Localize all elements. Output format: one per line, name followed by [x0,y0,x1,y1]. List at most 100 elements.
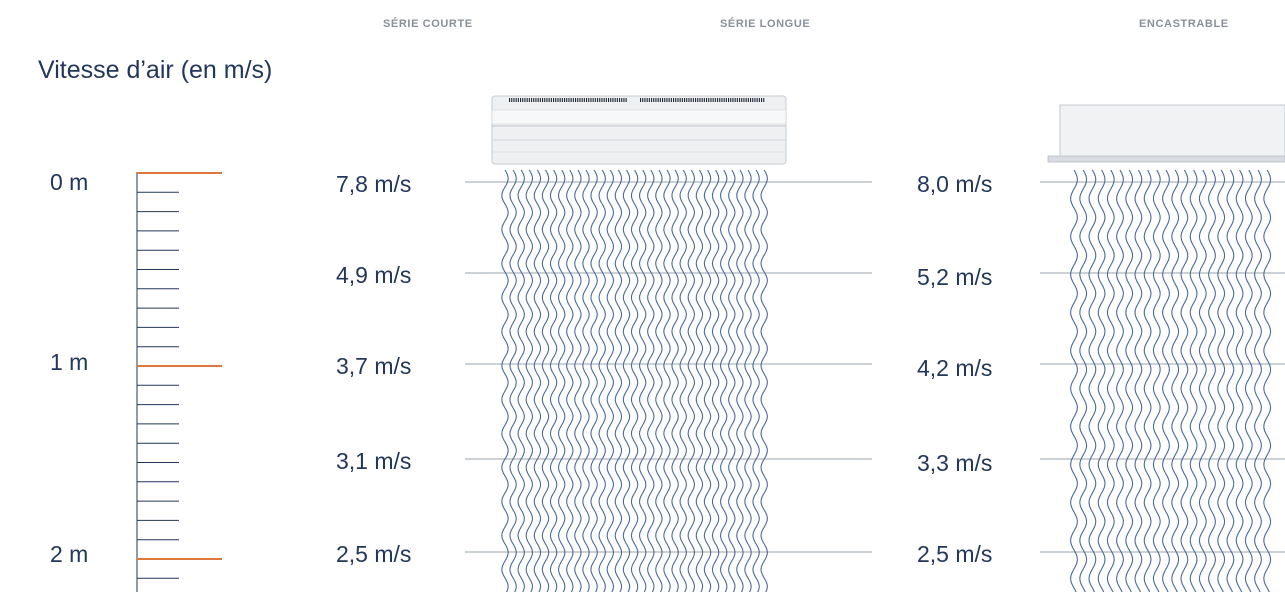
grille-slot [509,98,511,102]
grille-slot [752,98,754,102]
grille-slot [662,98,664,102]
grille-slot [568,98,570,102]
air-outlet-grille [509,98,765,102]
grille-slot [703,98,705,102]
grille-slot [750,98,752,102]
grille-slot [714,98,716,102]
airflow-wave-line [1079,169,1088,592]
grille-slot [539,98,541,102]
distance-scale [136,172,222,592]
grille-slot [684,98,686,102]
grille-slot [594,98,596,102]
grille-slot [579,98,581,102]
grille-slot [723,98,725,102]
grille-slot [623,98,625,102]
airflow-wave-line [630,169,639,592]
speed-label-right-0: 8,0 m/s [917,171,993,197]
tab-serie-courte[interactable]: SÉRIE COURTE [383,18,473,30]
airflow-wave-line [703,169,712,592]
airflow-wave-line [598,169,606,592]
grille-slot [535,98,537,102]
grille-slot [648,98,650,102]
air-curtain-unit-icon [491,95,787,165]
distance-label-1m: 1 m [50,349,89,375]
grille-slot [725,98,727,102]
airflow-wave-line [1226,169,1235,592]
distance-label-0m: 0 m [50,169,89,195]
grille-slot [761,98,763,102]
grille-slot [675,98,677,102]
grille-slot [517,98,519,102]
airflow-wave-line [711,169,720,592]
grille-slot [655,98,657,102]
airflow-wave-line [501,169,509,592]
airflow-wave-line [1125,169,1134,592]
airflow-wave-line [1097,169,1106,592]
airflow-wave-line [1244,169,1253,592]
grille-slot [601,98,603,102]
airflow-wave-line [582,169,590,592]
grille-slot [701,98,703,102]
speed-label-right-2: 4,2 m/s [917,355,993,381]
grille-slot [542,98,544,102]
grille-slot [736,98,738,102]
grille-slot [515,98,517,102]
grille-slot [570,98,572,102]
tab-serie-longue[interactable]: SÉRIE LONGUE [720,18,811,30]
grille-slot [692,98,694,102]
airflow-wave-line [728,169,736,592]
airflow-wave-line [614,169,623,592]
airflow-wave-line [517,169,525,592]
grille-slot [566,98,568,102]
grille-slot [524,98,526,102]
grille-slot [644,98,646,102]
airflow-wave-line [655,169,663,592]
grille-slot [646,98,648,102]
grille-slot [610,98,612,102]
grille-slot [555,98,557,102]
grille-slot [719,98,721,102]
tab-encastrable[interactable]: ENCASTRABLE [1139,18,1229,30]
grille-slot [668,98,670,102]
speed-label-right-3: 3,3 m/s [917,450,993,476]
grille-slot [588,98,590,102]
grille-slot [533,98,535,102]
airflow-wave-line [1116,169,1124,592]
airflow-wave-line [760,169,768,592]
airflow-wave-line [533,169,542,592]
grille-slot [553,98,555,102]
grille-slot [586,98,588,102]
grille-slot [728,98,730,102]
recessed-unit-icon [1047,104,1285,163]
speed-label-left-4: 2,5 m/s [336,541,412,567]
speed-label-left-3: 3,1 m/s [336,448,412,474]
grille-slot [686,98,688,102]
airflow-wave-line [679,169,687,592]
grille-slot [659,98,661,102]
grille-slot [546,98,548,102]
speed-label-left-2: 3,7 m/s [336,353,412,379]
grille-slot [741,98,743,102]
grille-slot [699,98,701,102]
grille-slot [745,98,747,102]
speed-label-right-1: 5,2 m/s [917,264,993,290]
airflow-waves-left [501,169,768,592]
airflow-wave-line [1070,169,1078,592]
grille-slot [520,98,522,102]
grille-slot [605,98,607,102]
grille-slot [763,98,765,102]
grille-slot [679,98,681,102]
airflow-wave-line [1180,169,1189,592]
grille-slot [575,98,577,102]
grille-slot [564,98,566,102]
grille-slot [608,98,610,102]
grille-slot [754,98,756,102]
airflow-wave-line [1263,169,1272,592]
grille-slot [673,98,675,102]
grille-slot [732,98,734,102]
airflow-wave-line [1254,169,1262,592]
grille-slot [603,98,605,102]
airflow-wave-line [1235,169,1244,592]
airflow-wave-line [606,169,615,592]
airflow-wave-line [647,169,655,592]
